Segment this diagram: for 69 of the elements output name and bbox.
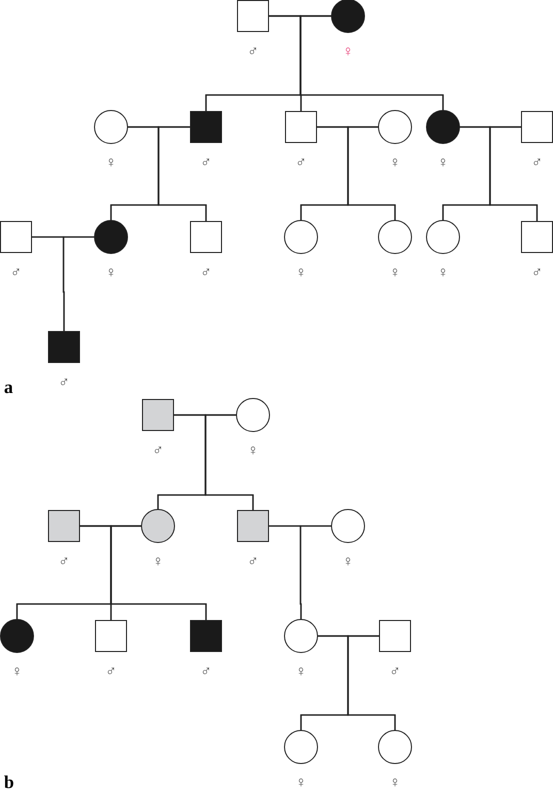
sex-symbol: ♂ — [9, 265, 23, 281]
pedigree-square — [237, 0, 269, 32]
pedigree-square — [285, 111, 317, 143]
pedigree-square — [142, 399, 174, 431]
sex-symbol: ♂ — [199, 265, 213, 281]
pedigree-square — [95, 620, 127, 652]
pedigree-line — [158, 126, 207, 221]
pedigree-circle — [284, 220, 318, 254]
pedigree-circle — [284, 619, 318, 653]
sex-symbol: ♂ — [199, 664, 213, 680]
sex-symbol: ♀ — [341, 554, 355, 570]
pedigree-square — [379, 620, 411, 652]
sex-symbol: ♂ — [151, 443, 165, 459]
pedigree-circle — [236, 398, 270, 432]
pedigree-line — [110, 525, 207, 620]
pedigree-line — [489, 126, 538, 221]
pedigree-circle — [94, 220, 128, 254]
pedigree-circle — [94, 110, 128, 144]
sex-symbol: ♂ — [388, 664, 402, 680]
pedigree-square — [190, 620, 222, 652]
sex-symbol: ♀ — [436, 265, 450, 281]
sex-symbol: ♀ — [388, 775, 402, 791]
sex-symbol: ♂ — [246, 44, 260, 60]
pedigree-line — [300, 15, 444, 111]
pedigree-circle — [284, 730, 318, 764]
sex-symbol: ♀ — [436, 155, 450, 171]
pedigree-square — [48, 331, 80, 363]
pedigree-line — [347, 635, 396, 731]
pedigree-square — [237, 510, 269, 542]
sex-symbol: ♂ — [246, 554, 260, 570]
sex-symbol: ♀ — [294, 265, 308, 281]
pedigree-square — [190, 111, 222, 143]
pedigree-circle — [331, 0, 365, 33]
sex-symbol: ♀ — [151, 554, 165, 570]
pedigree-line — [347, 126, 396, 221]
pedigree-line — [204, 414, 254, 510]
pedigree-circle — [378, 730, 412, 764]
sex-symbol: ♂ — [104, 664, 118, 680]
sex-symbol: ♀ — [294, 775, 308, 791]
pedigree-circle — [378, 220, 412, 254]
pedigree-circle — [426, 220, 460, 254]
pedigree-circle — [141, 509, 175, 543]
pedigree-circle — [426, 110, 460, 144]
sex-symbol: ♀ — [341, 44, 355, 60]
pedigree-line — [62, 236, 95, 331]
sex-symbol: ♀ — [388, 265, 402, 281]
pedigree-line — [300, 525, 332, 620]
pedigree-circle — [378, 110, 412, 144]
pedigree-square — [521, 111, 553, 143]
pedigree-square — [48, 510, 80, 542]
pedigree-square — [190, 221, 222, 253]
sex-symbol: ♀ — [388, 155, 402, 171]
pedigree-circle — [331, 509, 365, 543]
sex-symbol: ♀ — [246, 443, 260, 459]
sex-symbol: ♀ — [10, 664, 24, 680]
sex-symbol: ♀ — [104, 265, 118, 281]
sex-symbol: ♂ — [530, 155, 544, 171]
pedigree-square — [521, 221, 553, 253]
panel-letter: b — [4, 773, 14, 791]
pedigree-square — [0, 221, 32, 253]
sex-symbol: ♂ — [57, 375, 71, 391]
sex-symbol: ♂ — [530, 265, 544, 281]
sex-symbol: ♀ — [104, 155, 118, 171]
sex-symbol: ♂ — [199, 155, 213, 171]
sex-symbol: ♂ — [294, 155, 308, 171]
sex-symbol: ♂ — [57, 554, 71, 570]
sex-symbol: ♀ — [294, 664, 308, 680]
pedigree-circle — [0, 619, 34, 653]
panel-letter: a — [4, 378, 13, 396]
